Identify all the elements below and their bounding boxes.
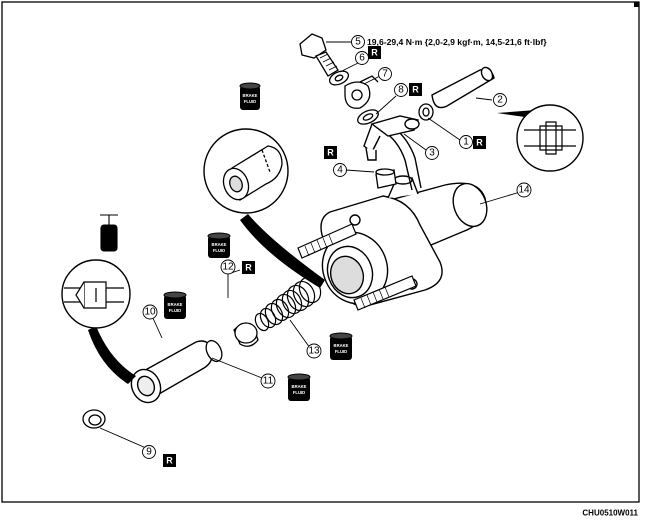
callout-13: 13	[306, 343, 322, 359]
callout-number: 5	[355, 37, 361, 48]
detail-piston-end	[61, 259, 136, 384]
washer-upper	[328, 70, 350, 86]
callout-number: 6	[359, 53, 365, 64]
callout-number: 9	[146, 447, 152, 458]
callout-number: 14	[518, 185, 530, 196]
secondary-cup	[233, 322, 259, 347]
piston	[130, 340, 214, 404]
svg-text:BRAKE: BRAKE	[108, 233, 113, 248]
callout-number: 2	[497, 95, 503, 106]
fluid-oil-can-icon: BRAKE	[100, 214, 118, 252]
callout-number: 4	[337, 165, 343, 176]
brake-fluid-can-label: FLUID	[169, 308, 181, 313]
frame-corner-mark	[634, 2, 639, 7]
brake-fluid-can-label: BRAKE	[168, 302, 183, 307]
callout-number: 13	[308, 346, 320, 357]
callout-number: 11	[263, 376, 274, 387]
replace-badge: R	[163, 454, 176, 467]
leader-lines	[99, 41, 521, 449]
brake-fluid-can-label: FLUID	[213, 248, 225, 253]
hose-clamp	[418, 103, 434, 121]
callout-6: 6	[355, 51, 369, 65]
callout-10: 10	[142, 304, 158, 320]
torque-spec-label: 19,6-29,4 N·m {2,0-2,9 kgf·m, 14,5-21,6 …	[367, 37, 547, 47]
callout-8: 8	[394, 83, 408, 97]
brake-fluid-can-label: FLUID	[335, 349, 347, 354]
replace-badge: R	[324, 146, 337, 159]
snap-ring	[82, 409, 106, 429]
replace-badge: R	[473, 136, 486, 149]
brake-fluid-can: BRAKE FLUID	[287, 373, 311, 401]
svg-text:R: R	[412, 85, 419, 95]
brake-fluid-can-label: BRAKE	[334, 343, 349, 348]
callout-11: 11	[260, 373, 276, 389]
replace-badge: R	[368, 46, 381, 59]
callout-12: 12	[220, 259, 236, 275]
brake-fluid-can-label: BRAKE	[292, 384, 307, 389]
union-fitting	[344, 75, 379, 109]
stud-threads	[304, 234, 390, 309]
brake-fluid-can-label: FLUID	[293, 390, 305, 395]
reservoir-seal	[375, 168, 397, 189]
callout-number: 3	[429, 148, 435, 159]
svg-text:R: R	[327, 148, 334, 158]
union-bolt	[299, 33, 339, 77]
figure-code: CHU0510W011	[582, 509, 638, 518]
replace-badge: R	[242, 261, 255, 274]
callout-number: 7	[382, 69, 388, 80]
brake-fluid-can: BRAKE FLUID	[207, 232, 231, 258]
callout-14: 14	[516, 182, 532, 198]
svg-text:R: R	[245, 263, 252, 273]
brake-fluid-can: BRAKE FLUID	[329, 332, 353, 360]
cylinder-body	[320, 175, 488, 307]
reservoir-hose	[431, 66, 495, 109]
callout-number: 12	[222, 262, 234, 273]
figure-frame	[1, 1, 640, 503]
callout-5: 5	[351, 35, 365, 49]
detail-cylinder-bore	[203, 128, 325, 288]
brake-fluid-can-label: BRAKE	[212, 242, 227, 247]
callout-7: 7	[378, 67, 392, 81]
brake-fluid-can: BRAKE FLUID	[239, 82, 261, 110]
replace-badge: R	[409, 83, 422, 96]
callout-number: 1	[463, 137, 469, 148]
callout-number: 10	[144, 307, 156, 318]
brake-fluid-can-label: FLUID	[244, 99, 256, 104]
svg-text:R: R	[476, 138, 483, 148]
callout-9: 9	[142, 445, 156, 459]
svg-text:R: R	[371, 48, 378, 58]
fluid-pipe	[363, 115, 422, 191]
callout-number: 8	[398, 85, 404, 96]
callout-4: 4	[333, 163, 347, 177]
detail-hose-connection	[497, 104, 584, 172]
brake-fluid-can-label: BRAKE	[243, 93, 258, 98]
callout-2: 2	[493, 93, 507, 107]
brake-fluid-can: BRAKE FLUID	[163, 291, 187, 319]
callout-3: 3	[425, 146, 439, 160]
svg-text:R: R	[166, 456, 173, 466]
callout-1: 1	[459, 135, 473, 149]
washer-lower	[357, 109, 379, 125]
